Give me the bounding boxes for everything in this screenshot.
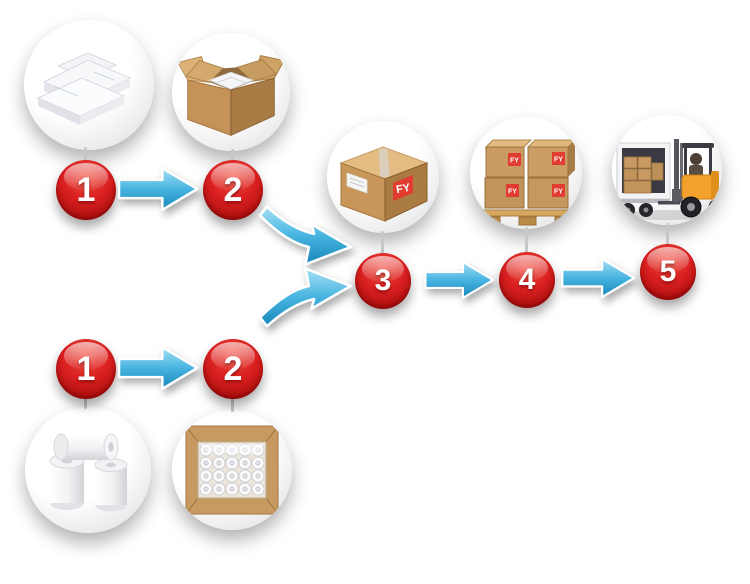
badge-number: 3 xyxy=(374,264,392,297)
arrow-bottom-1-to-2-icon xyxy=(116,343,202,393)
step-badge-bottom-2: 2 xyxy=(203,339,263,399)
shipping-label xyxy=(346,172,368,194)
brand-logo-grid: FY FY FY FY xyxy=(506,152,565,197)
step-badge-main-3: 3 xyxy=(355,253,411,309)
stem-top-1 xyxy=(84,147,87,161)
stem-bottom-1 xyxy=(84,396,87,409)
stem-main-4 xyxy=(525,227,528,254)
brand-text: FY xyxy=(554,189,563,196)
pallet-illustration: FY FY FY FY xyxy=(479,139,577,226)
step-badge-top-2: 2 xyxy=(203,160,263,220)
paper-rolls-illustration xyxy=(49,433,128,512)
stage-circle-paper-rolls xyxy=(25,407,151,533)
stem-bottom-2 xyxy=(231,396,234,412)
open-carton-sheets-illustration xyxy=(177,55,285,137)
brand-text: FY xyxy=(395,182,412,197)
arrow-3-to-4-icon xyxy=(424,257,496,303)
truck-cargo-body xyxy=(616,142,671,217)
forklift-truck-illustration xyxy=(616,139,722,220)
carton-of-rolls-illustration xyxy=(185,425,279,515)
badge-number: 2 xyxy=(223,349,243,388)
brand-text: FY xyxy=(554,157,563,164)
badge-number: 1 xyxy=(76,349,96,388)
stage-circle-sealed-carton: FY xyxy=(327,121,439,233)
stem-main-3 xyxy=(381,231,384,255)
stem-top-2 xyxy=(231,149,234,162)
step-badge-main-4: 4 xyxy=(499,252,555,308)
stage-circle-open-carton-sheets xyxy=(172,33,290,151)
wooden-pallet xyxy=(479,209,577,226)
wrapped-paper-stacks-illustration xyxy=(36,52,132,125)
stage-circle-forklift-truck xyxy=(612,115,722,225)
brand-text: FY xyxy=(508,189,517,196)
arrow-curve-bottom-to-3-icon xyxy=(258,258,356,328)
stage-circle-carton-of-rolls xyxy=(172,410,292,530)
brand-text: FY xyxy=(510,158,519,165)
arrow-4-to-5-icon xyxy=(560,255,638,301)
badge-number: 5 xyxy=(659,255,677,288)
step-badge-main-5: 5 xyxy=(640,244,696,300)
arrow-curve-top-to-3-icon xyxy=(258,205,356,275)
sealed-carton-illustration: FY xyxy=(339,146,429,222)
arrow-top-1-to-2-icon xyxy=(116,164,202,214)
brand-logo-on-carton: FY xyxy=(393,175,413,201)
stage-circle-pallet: FY FY FY FY xyxy=(470,117,582,229)
badge-number: 2 xyxy=(223,170,243,209)
step-badge-top-1: 1 xyxy=(56,160,116,220)
stage-circle-wrapped-sheets xyxy=(24,20,154,150)
badge-number: 1 xyxy=(76,170,96,209)
step-badge-bottom-1: 1 xyxy=(56,339,116,399)
stem-main-5 xyxy=(666,223,669,246)
badge-number: 4 xyxy=(518,263,536,296)
